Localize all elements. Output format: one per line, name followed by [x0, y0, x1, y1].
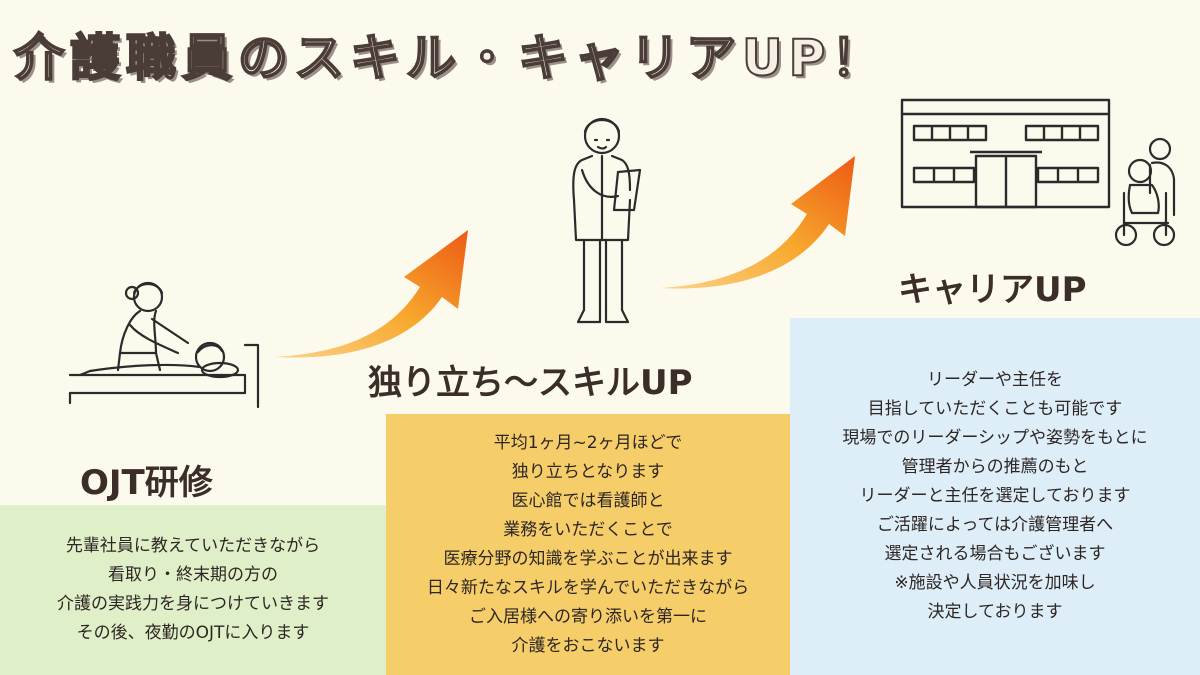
career-line: 選定される場合もございます: [884, 544, 1106, 564]
skill-line: 医心館では看護師と: [511, 490, 665, 511]
ojt-line: その後、夜勤のOJTに入ります: [76, 623, 310, 643]
skill-line: 日々新たなスキルを学んでいただきながら: [426, 577, 750, 598]
career-up-description-box: リーダーや主任を 目指していただくことも可能です 現場でのリーダーシップや姿勢を…: [790, 318, 1200, 675]
skill-up-description-box: 平均1ヶ月~2ヶ月ほどで 独り立ちとなります 医心館では看護師と 業務をいただく…: [386, 414, 790, 675]
skill-line: 医療分野の知識を学ぶことが出来ます: [443, 548, 733, 569]
nurse-clipboard-illustration-icon: [572, 117, 642, 324]
skill-line: 業務をいただくことで: [503, 519, 673, 540]
ojt-description-box: 先輩社員に教えていただきながら 看取り・終末期の方の 介護の実践力を身につけてい…: [0, 505, 386, 675]
career-line: 目指していただくことも可能です: [867, 399, 1123, 419]
career-line: 現場でのリーダーシップや姿勢をもとに: [842, 428, 1148, 448]
arrow-icon-2: [660, 156, 855, 289]
skill-line: 介護をおこないます: [511, 635, 665, 656]
career-line: 決定しております: [927, 602, 1063, 622]
arrow-icon-1: [275, 230, 468, 358]
career-line: ※施設や人員状況を加味し: [894, 573, 1096, 593]
wheelchair-helper-icon: [1114, 137, 1176, 247]
ojt-line: 介護の実践力を身につけていきます: [57, 594, 329, 614]
skill-line: 独り立ちとなります: [511, 461, 665, 482]
career-line: リーダーや主任を: [927, 370, 1063, 390]
caregiver-bed-illustration-icon: [68, 281, 260, 409]
ojt-line: 看取り・終末期の方の: [108, 565, 278, 585]
skill-line: 平均1ヶ月~2ヶ月ほどで: [493, 432, 683, 453]
skill-line: ご入居様への寄り添いを第一に: [469, 606, 707, 627]
page-title: 介護職員のスキル・キャリアUP！: [13, 28, 888, 88]
facility-building-icon: [900, 98, 1111, 209]
heading-independence-skill-up: 独り立ち〜スキルUP: [368, 363, 693, 403]
heading-career-up: キャリアUP: [898, 270, 1087, 310]
career-line: 管理者からの推薦のもと: [901, 457, 1089, 477]
career-line: ご活躍によっては介護管理者へ: [876, 515, 1114, 535]
heading-ojt-training: OJT研修: [80, 463, 213, 503]
ojt-line: 先輩社員に教えていただきながら: [65, 536, 321, 556]
career-line: リーダーと主任を選定しております: [859, 486, 1131, 506]
